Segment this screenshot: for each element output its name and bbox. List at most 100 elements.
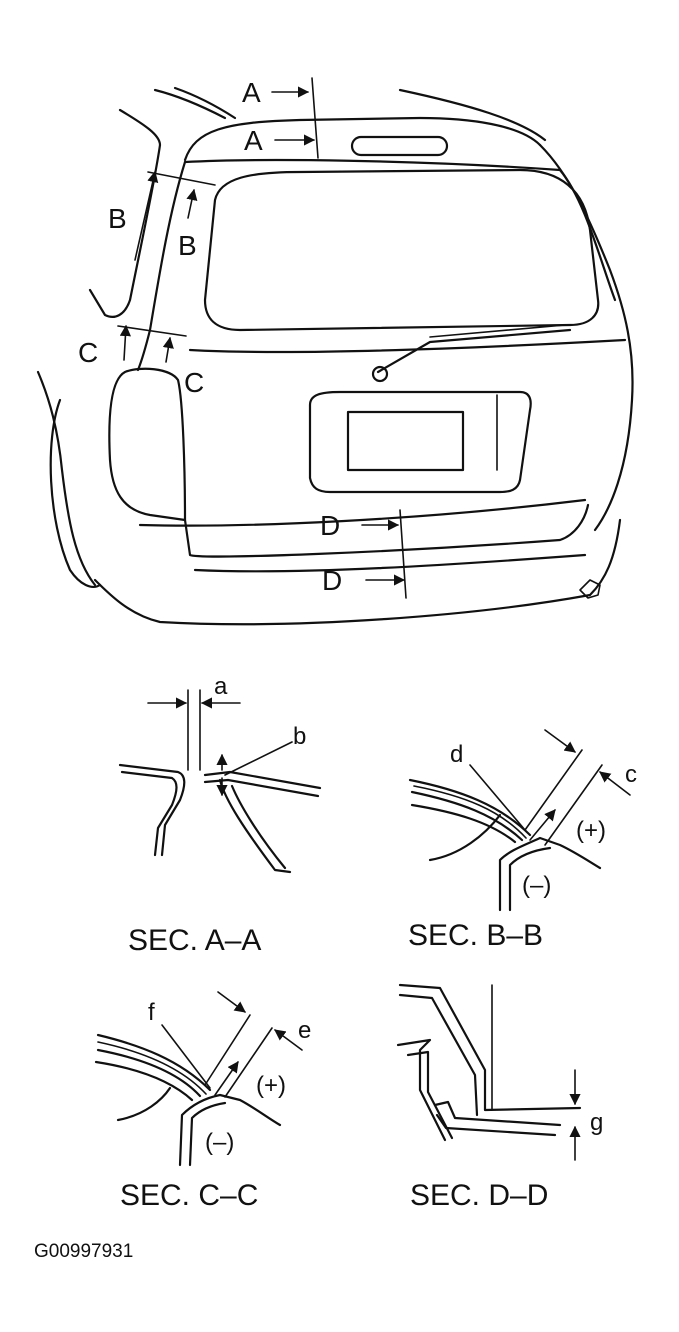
leader-f (161, 1024, 211, 1089)
cc-guide-1 (204, 1014, 251, 1086)
section-line-d (399, 509, 407, 599)
bb-dim-arrow-1 (544, 729, 576, 753)
leader-d (469, 764, 526, 831)
cc-guide-2 (224, 1027, 273, 1098)
bb-dim-arrow-2 (599, 771, 631, 796)
dd-bumper-top (433, 1100, 562, 1127)
marker-c-left: C (78, 337, 98, 368)
cc-gap-arrow (214, 1061, 239, 1096)
cc-body-panel (178, 1093, 282, 1167)
marker-b-right: B (178, 230, 197, 261)
bb-glass-inner (410, 790, 524, 842)
tail-lamp-left (108, 367, 187, 522)
vehicle-rear-view: A A B B C C D D (36, 77, 634, 626)
roof-rail-left-2 (173, 86, 237, 120)
marker-b-left: B (108, 203, 127, 234)
rear-window (203, 168, 600, 332)
bb-glass-outer (408, 778, 532, 837)
bumper-outline (93, 518, 622, 626)
cc-glass-outer (96, 1033, 212, 1092)
roof-rail-left (153, 88, 227, 120)
rear-tire-left (49, 398, 102, 588)
arrow-c-right (162, 336, 174, 363)
marker-a-mid: A (244, 125, 263, 156)
label-bb-plus: (+) (576, 817, 606, 844)
section-line-a (311, 77, 319, 159)
body-left-pillar (136, 160, 187, 372)
rear-wiper-arm (376, 328, 572, 374)
marker-c-right: C (184, 367, 204, 398)
label-cc-plus: (+) (256, 1072, 286, 1099)
label-cc-minus: (–) (205, 1129, 234, 1156)
dd-lower-panel (396, 1038, 447, 1142)
cc-glass-inner (96, 1048, 202, 1098)
section-dd: g SEC. D–D (396, 983, 603, 1212)
marker-d-bottom: D (322, 565, 342, 596)
aa-left-panel (118, 763, 186, 857)
cc-inner-panel (116, 1086, 172, 1122)
label-bb-minus: (–) (522, 872, 551, 899)
label-d: d (450, 741, 463, 768)
roof-rear-edge (183, 158, 562, 172)
label-c: c (625, 761, 637, 788)
cc-dim-arrow-1 (217, 991, 246, 1013)
wiper-pivot (371, 365, 389, 383)
label-g: g (590, 1109, 603, 1136)
bb-glass-lower (410, 803, 517, 844)
body-left-outer (88, 108, 162, 318)
dd-bumper-bottom (435, 1113, 557, 1137)
section-title-cc: SEC. C–C (120, 1179, 258, 1212)
tow-hook (579, 579, 601, 599)
body-right-side (538, 143, 634, 532)
aa-left-panel-inner (120, 770, 178, 857)
section-bb: d c (+) (–) SEC. B–B (408, 729, 637, 952)
section-title-bb: SEC. B–B (408, 919, 543, 952)
section-line-b (147, 171, 216, 186)
marker-d-top: D (320, 510, 340, 541)
cc-body-panel-2 (188, 1101, 227, 1167)
figure-code: G00997931 (34, 1241, 133, 1262)
bb-body-panel (498, 836, 602, 912)
cc-glass-mid (97, 1041, 207, 1095)
arrow-b-right (186, 188, 198, 219)
label-a: a (214, 673, 228, 700)
roof-rail-right (398, 88, 547, 142)
rear-wiper-blade (429, 324, 566, 338)
cc-glass-lower (94, 1060, 194, 1102)
bb-guide-1 (524, 749, 583, 831)
dd-upper-panel (398, 983, 582, 1112)
marker-a-top: A (242, 77, 261, 108)
label-b: b (293, 723, 306, 750)
bb-guide-2 (544, 764, 603, 846)
section-cc: f e (+) (–) SEC. C–C (94, 991, 311, 1212)
license-garnish (308, 390, 532, 494)
rear-quarter-left (36, 370, 97, 587)
bb-gap-arrow (529, 809, 556, 841)
section-title-aa: SEC. A–A (128, 924, 261, 957)
label-f: f (148, 999, 155, 1026)
label-e: e (298, 1017, 311, 1044)
dd-upper-panel-2 (398, 993, 479, 1117)
bb-inner-panel (428, 813, 502, 862)
bumper-lower-line (193, 553, 587, 573)
roof-outline (183, 116, 542, 162)
high-mount-stop-lamp (350, 135, 449, 157)
bumper-recess (183, 503, 590, 558)
arrow-b-left (134, 170, 159, 261)
cc-dim-arrow-2 (274, 1029, 303, 1051)
aa-right-lower-2 (230, 784, 287, 870)
body-right-inner (558, 168, 617, 302)
belt-line (188, 338, 627, 354)
bb-glass-mid (413, 785, 527, 839)
dd-lower-panel-2 (406, 1050, 454, 1140)
aa-right-panel-inner (203, 778, 320, 798)
leader-b (224, 741, 293, 776)
arrow-c-left (119, 324, 131, 361)
section-line-c (117, 325, 187, 337)
bumper-upper-line (138, 498, 587, 527)
license-plate-area (346, 410, 465, 472)
section-aa: a b SEC. A–A (118, 673, 322, 957)
bb-body-panel-2 (508, 846, 552, 912)
section-title-dd: SEC. D–D (410, 1179, 548, 1212)
